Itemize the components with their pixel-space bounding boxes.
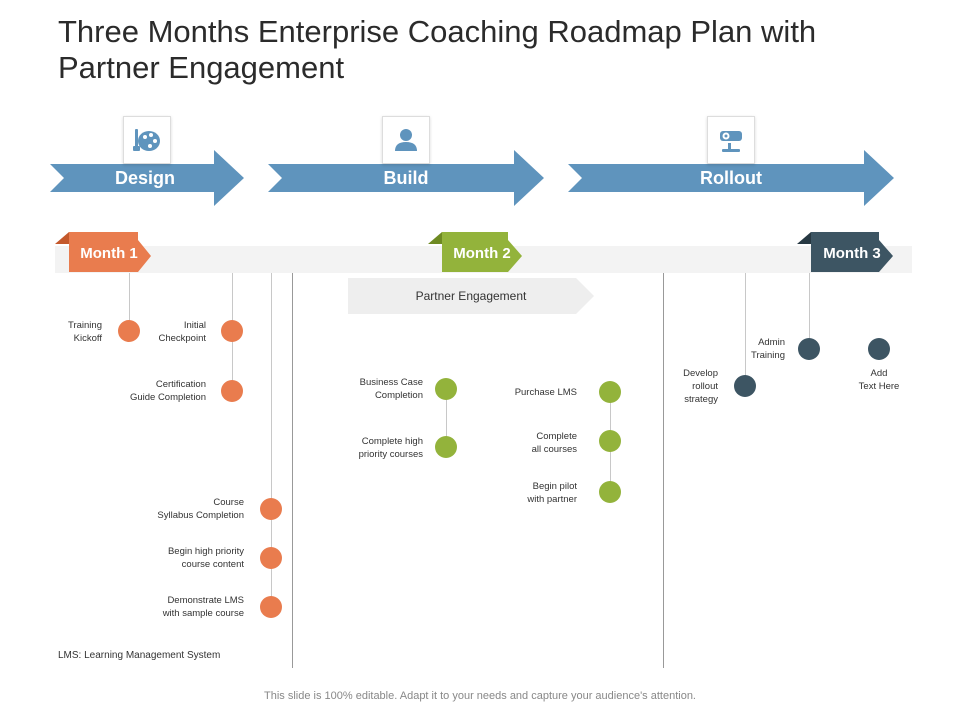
milestone-label: Begin pilot with partner bbox=[527, 481, 577, 505]
guide-line bbox=[745, 273, 746, 386]
phase-arrow-design bbox=[50, 150, 244, 206]
phase-arrow-build bbox=[268, 150, 544, 206]
phase-label-build: Build bbox=[383, 168, 429, 188]
partner-engagement-label: Partner Engagement bbox=[415, 289, 527, 303]
palette-icon bbox=[123, 116, 171, 164]
month-marker-2 bbox=[428, 232, 522, 272]
projector-icon bbox=[707, 116, 755, 164]
guide-line bbox=[446, 389, 447, 447]
phase-label-design: Design bbox=[114, 168, 175, 188]
milestone-label: Course Syllabus Completion bbox=[157, 497, 244, 521]
guide-line bbox=[809, 273, 810, 348]
milestone-label: Develop rollout strategy bbox=[683, 368, 718, 405]
milestone-dot bbox=[221, 320, 243, 342]
milestone-dot bbox=[260, 596, 282, 618]
milestone-label: Add Text Here bbox=[858, 368, 900, 392]
milestone-label: Purchase LMS bbox=[514, 387, 577, 398]
milestone-label: Demonstrate LMS with sample course bbox=[162, 595, 244, 619]
footer-note: This slide is 100% editable. Adapt it to… bbox=[264, 690, 696, 702]
month-marker-3 bbox=[797, 232, 893, 272]
milestone-dot bbox=[260, 547, 282, 569]
month-label-1: Month 1 bbox=[80, 245, 138, 262]
month-marker-1 bbox=[55, 232, 151, 272]
milestone-label: Business Case Completion bbox=[359, 377, 423, 401]
milestone-label: Complete high priority courses bbox=[358, 436, 423, 460]
milestone-label: Admin Training bbox=[751, 337, 785, 361]
milestone-dot bbox=[221, 380, 243, 402]
milestone-label: Complete all courses bbox=[531, 431, 577, 455]
milestone-dot bbox=[798, 338, 820, 360]
section-divider-2 bbox=[663, 273, 664, 668]
milestone-dot bbox=[734, 375, 756, 397]
month-label-3: Month 3 bbox=[823, 245, 881, 262]
person-icon bbox=[382, 116, 430, 164]
footnote: LMS: Learning Management System bbox=[58, 650, 221, 661]
section-divider-1 bbox=[292, 273, 293, 668]
guide-line bbox=[129, 273, 130, 331]
guide-line bbox=[271, 273, 272, 607]
milestone-dot bbox=[599, 481, 621, 503]
milestone-label: Training Kickoff bbox=[68, 320, 102, 344]
page-title: Three Months Enterprise Coaching Roadmap… bbox=[58, 14, 817, 85]
partner-engagement-banner bbox=[348, 278, 594, 314]
milestone-dot bbox=[599, 430, 621, 452]
milestone-dot bbox=[260, 498, 282, 520]
milestone-label: Initial Checkpoint bbox=[158, 320, 206, 344]
month-label-2: Month 2 bbox=[453, 245, 511, 262]
milestone-label: Certification Guide Completion bbox=[129, 379, 206, 403]
phase-label-rollout: Rollout bbox=[700, 168, 762, 188]
milestone-dot bbox=[435, 378, 457, 400]
phase-arrow-rollout bbox=[568, 150, 894, 206]
milestone-dot bbox=[435, 436, 457, 458]
milestone-dot bbox=[599, 381, 621, 403]
milestone-label: Begin high priority course content bbox=[167, 546, 244, 570]
milestone-dot bbox=[868, 338, 890, 360]
milestone-dot bbox=[118, 320, 140, 342]
